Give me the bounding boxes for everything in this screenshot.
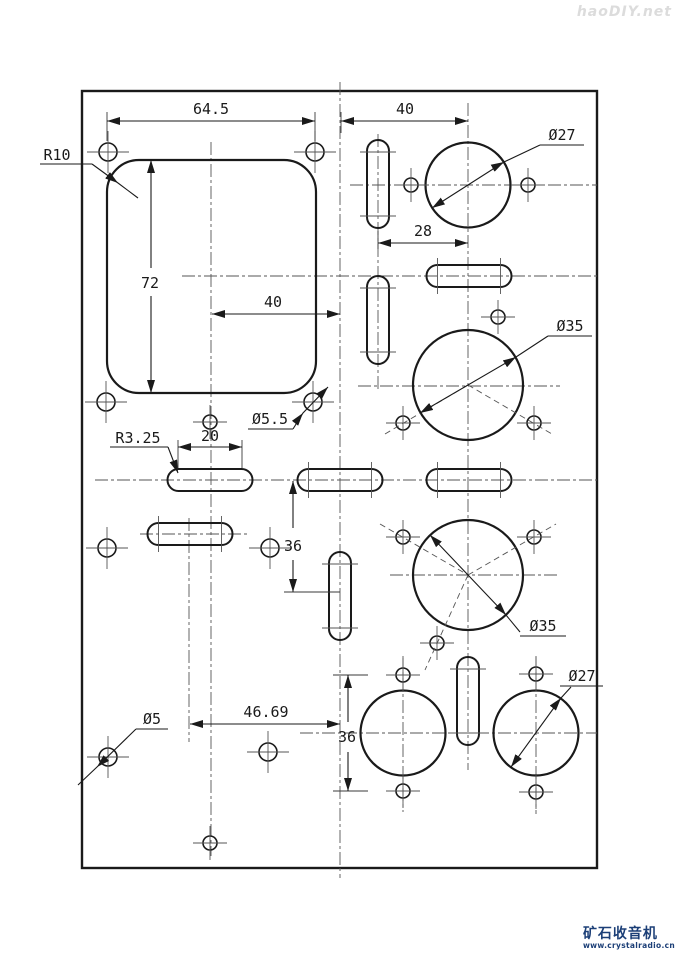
dimension-36-bottom: 36 bbox=[333, 674, 368, 792]
dimension-40-top: 40 bbox=[340, 100, 468, 133]
plate-outline bbox=[80, 89, 599, 870]
lower-circle-35 bbox=[411, 518, 525, 632]
brand-url: www.crystalradio.cn bbox=[582, 941, 675, 951]
dimension-20: 20 bbox=[177, 427, 243, 468]
dimension-40-mid: 40 bbox=[212, 293, 340, 318]
dimension-36-mid: 36 bbox=[284, 481, 340, 593]
dimension-72: 72 bbox=[141, 160, 159, 393]
leader-d27-top: Ø27 bbox=[431, 126, 584, 209]
label-d5-5: Ø5.5 bbox=[252, 410, 288, 428]
label-d35-lower: Ø35 bbox=[529, 617, 556, 635]
slot-cutouts bbox=[146, 139, 513, 746]
leader-d35-upper: Ø35 bbox=[419, 317, 592, 414]
leader-d27-bottom: Ø27 bbox=[510, 667, 603, 768]
label-r3-25: R3.25 bbox=[115, 429, 160, 447]
brand-name: 矿石收音机 bbox=[582, 926, 658, 942]
centerlines bbox=[95, 82, 597, 878]
leader-r3-25: R3.25 bbox=[110, 429, 179, 474]
upper-circle-35 bbox=[411, 328, 525, 442]
dim-46-69-label: 46.69 bbox=[243, 703, 288, 721]
leader-r10: R10 bbox=[40, 146, 139, 199]
dim-36-bottom-label: 36 bbox=[338, 728, 356, 746]
small-holes bbox=[84, 130, 554, 861]
dim-64-5-label: 64.5 bbox=[193, 100, 229, 118]
dim-36-mid-label: 36 bbox=[284, 537, 302, 555]
label-d27-bottom: Ø27 bbox=[568, 667, 595, 685]
label-d35-upper: Ø35 bbox=[556, 317, 583, 335]
dimension-28: 28 bbox=[377, 222, 468, 249]
rounded-rect-cutout bbox=[105, 158, 318, 395]
leader-d5-5: Ø5.5 bbox=[248, 386, 329, 430]
dim-40-top-label: 40 bbox=[396, 100, 414, 118]
dim-28-label: 28 bbox=[414, 222, 432, 240]
label-d27-top: Ø27 bbox=[548, 126, 575, 144]
dim-40-mid-label: 40 bbox=[264, 293, 282, 311]
leader-d5: Ø5 bbox=[77, 710, 168, 786]
dim-20-label: 20 bbox=[201, 427, 219, 445]
dimension-64-5: 64.5 bbox=[106, 100, 316, 141]
watermark-top-right: haoDIY.net bbox=[576, 4, 672, 20]
dim-72-label: 72 bbox=[141, 274, 159, 292]
circle-cutouts bbox=[359, 141, 580, 777]
leader-d35-lower: Ø35 bbox=[429, 534, 566, 637]
label-d5: Ø5 bbox=[143, 710, 161, 728]
dimension-46-69: 46.69 bbox=[190, 703, 340, 728]
label-r10: R10 bbox=[43, 146, 70, 164]
brand-watermark: 矿石收音机 www.crystalradio.cn bbox=[583, 926, 675, 951]
